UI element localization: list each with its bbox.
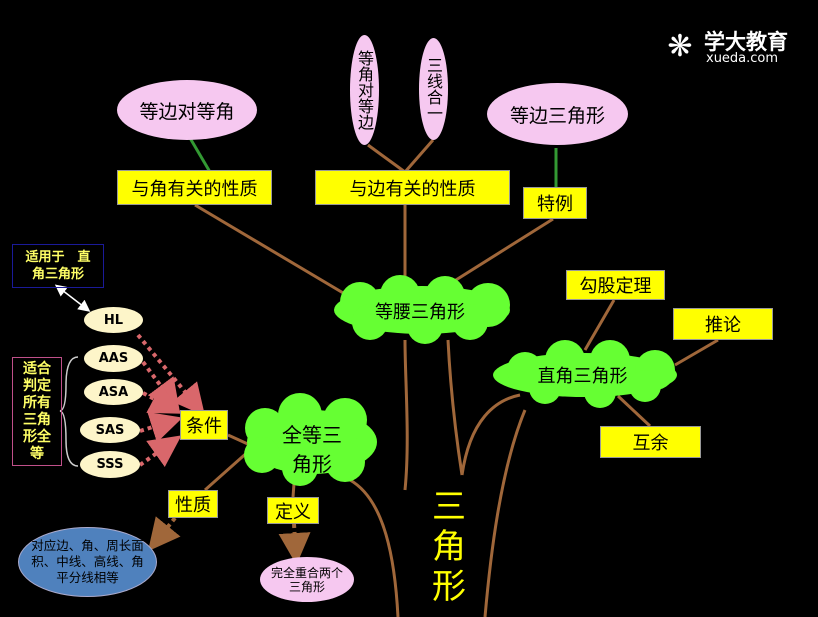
brace [59,356,79,467]
isosceles-cloud [334,275,510,344]
hl-note-box: 适用于 直角三角形 [12,244,104,288]
general-note-box: 适合判定所有三角形全等 [12,357,62,466]
properties-detail-node: 对应边、角、周长面积、中线、高线、角平分线相等 [18,527,157,597]
corollary-box: 推论 [673,308,773,340]
right-cloud [493,340,677,408]
equal-sides-equal-angles-node: 等边对等角 [117,80,257,140]
congruent-label-line2: 角形 [292,452,332,476]
logo-icon: ❋ [667,28,693,64]
definition-box: 定义 [267,497,319,524]
equilateral-node: 等边三角形 [487,83,628,145]
root-triangle-label: 三角形 [425,487,466,608]
congruent-cloud [244,393,377,486]
definition-detail-node: 完全重合两个三角形 [260,557,354,602]
complementary-box: 互余 [600,426,701,458]
isosceles-triangle-label: 等腰三角形 [375,302,465,323]
congruent-triangle-label: 全等三 角形 [262,418,362,478]
conditions-box: 条件 [180,410,228,440]
logo-name: 学大教育 [704,30,788,54]
logo-url: xueda.com [706,51,779,66]
angle-properties-box: 与角有关的性质 [117,170,272,205]
criterion-hl: HL [84,307,143,333]
special-case-box: 特例 [523,187,587,219]
criterion-aas: AAS [84,345,143,372]
trunk-line [349,478,400,617]
criterion-asa: ASA [84,379,143,405]
cloud-shapes [244,275,677,486]
criterion-sss: SSS [80,451,140,478]
three-lines-node: 三线合一 [419,38,448,140]
congruent-label-line1: 全等三 [282,423,342,447]
pythagorean-box: 勾股定理 [566,270,665,300]
properties-box: 性质 [168,490,218,518]
right-triangle-label: 直角三角形 [537,366,628,387]
side-properties-box: 与边有关的性质 [315,170,510,205]
criterion-sas: SAS [80,417,140,443]
equal-angles-equal-sides-node: 等角对等边 [350,35,379,145]
